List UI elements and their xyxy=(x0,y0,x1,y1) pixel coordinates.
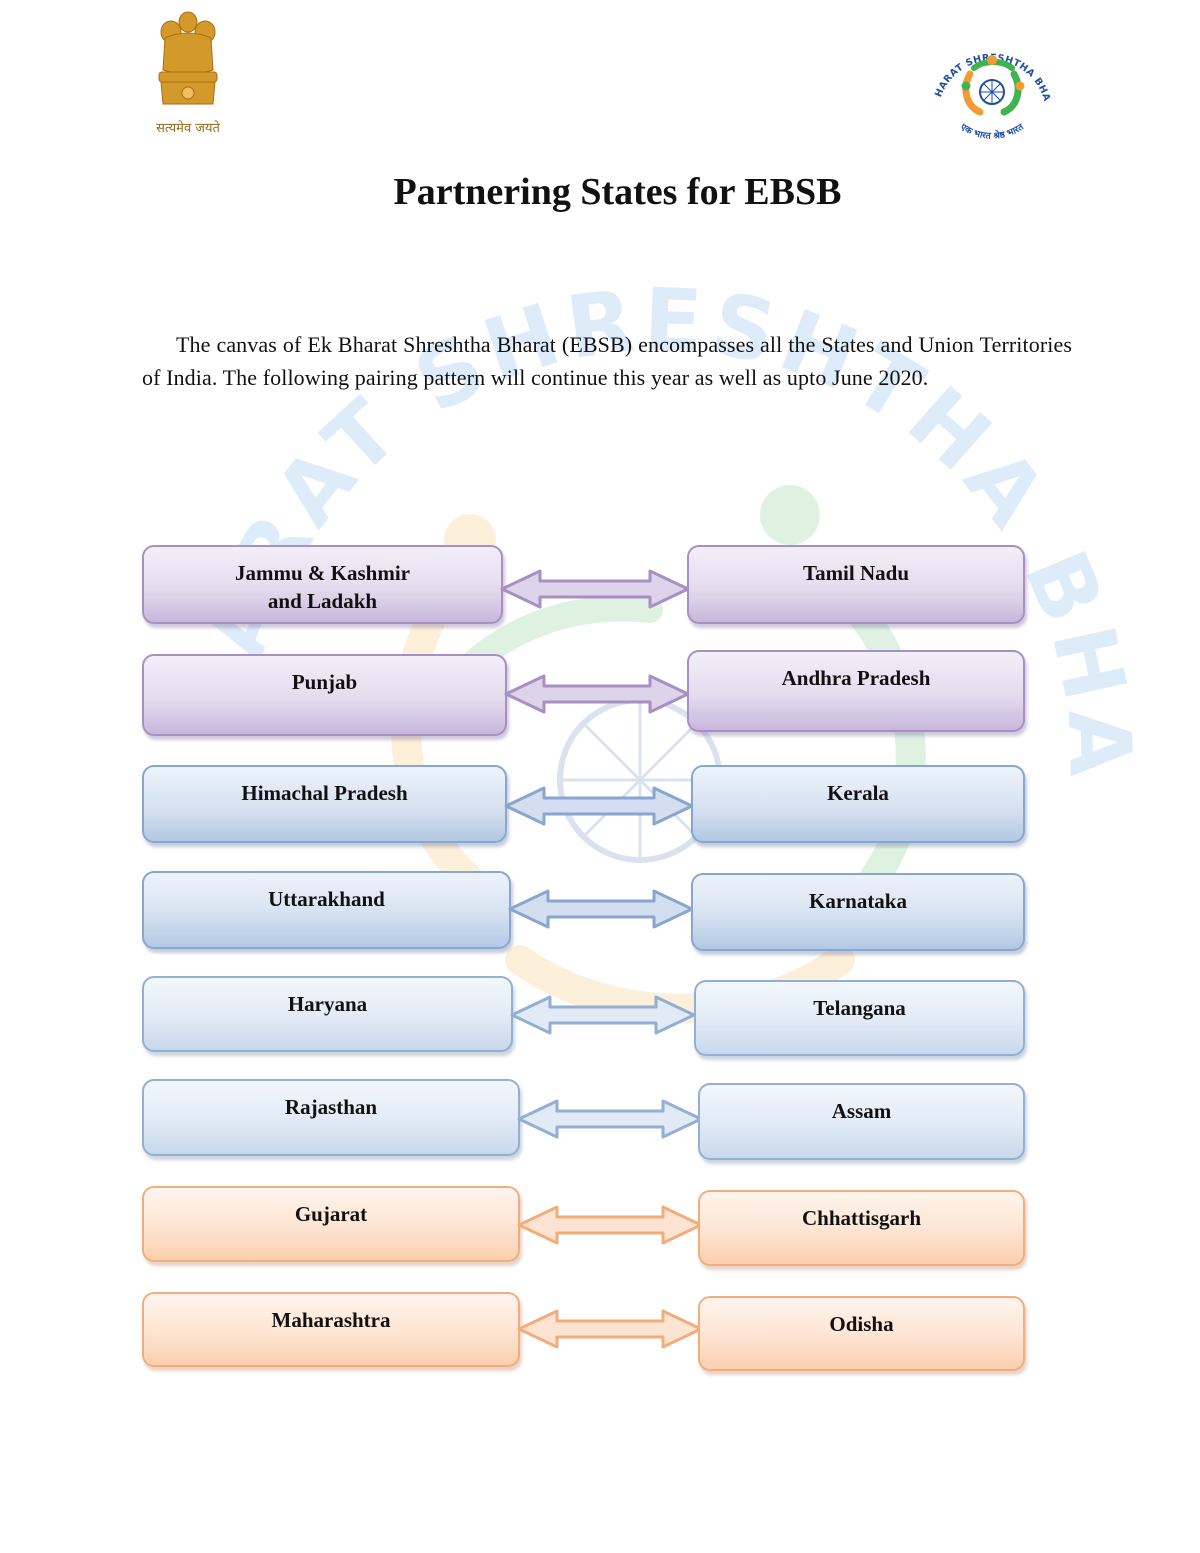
state-box-right-2: Andhra Pradesh xyxy=(687,650,1025,732)
state-box-right-1: Tamil Nadu xyxy=(687,545,1025,624)
state-box-left-6: Rajasthan xyxy=(142,1079,520,1156)
state-box-left-3: Himachal Pradesh xyxy=(142,765,507,843)
double-arrow-icon xyxy=(504,786,694,826)
state-box-left-4: Uttarakhand xyxy=(142,871,511,949)
double-arrow-icon xyxy=(510,995,696,1035)
emblem-motto: सत्यमेव जयते xyxy=(156,121,220,136)
state-box-right-5: Telangana xyxy=(694,980,1025,1056)
double-arrow-icon xyxy=(508,889,694,929)
page-title: Partnering States for EBSB xyxy=(393,171,842,213)
double-arrow-icon xyxy=(517,1205,703,1245)
double-arrow-icon xyxy=(517,1309,703,1349)
double-arrow-icon xyxy=(500,569,690,609)
intro-paragraph: The canvas of Ek Bharat Shreshtha Bharat… xyxy=(142,332,1072,390)
state-box-right-6: Assam xyxy=(698,1083,1025,1160)
state-box-right-7: Chhattisgarh xyxy=(698,1190,1025,1266)
state-box-left-2: Punjab xyxy=(142,654,507,736)
double-arrow-icon xyxy=(504,674,690,714)
ebsb-logo: EK BHARAT SHRESHTHA BHARAT एक भारत श्रेष… xyxy=(922,22,1052,142)
state-box-left-7: Gujarat xyxy=(142,1186,520,1262)
svg-text:एक भारत श्रेष्ठ भारत: एक भारत श्रेष्ठ भारत xyxy=(958,122,1027,142)
state-box-left-1: Jammu & Kashmir and Ladakh xyxy=(142,545,503,624)
national-emblem: सत्यमेव जयते xyxy=(140,8,236,142)
state-box-right-8: Odisha xyxy=(698,1296,1025,1371)
state-box-left-5: Haryana xyxy=(142,976,513,1052)
state-box-right-4: Karnataka xyxy=(691,873,1025,951)
state-box-left-8: Maharashtra xyxy=(142,1292,520,1367)
state-name-line1: Jammu & Kashmir xyxy=(235,561,410,585)
double-arrow-icon xyxy=(517,1099,703,1139)
lion-capital-icon xyxy=(158,11,218,105)
logo-ring-text-bottom: एक भारत श्रेष्ठ भारत xyxy=(958,122,1027,142)
state-name-line2: and Ladakh xyxy=(267,589,378,613)
state-box-right-3: Kerala xyxy=(691,765,1025,843)
